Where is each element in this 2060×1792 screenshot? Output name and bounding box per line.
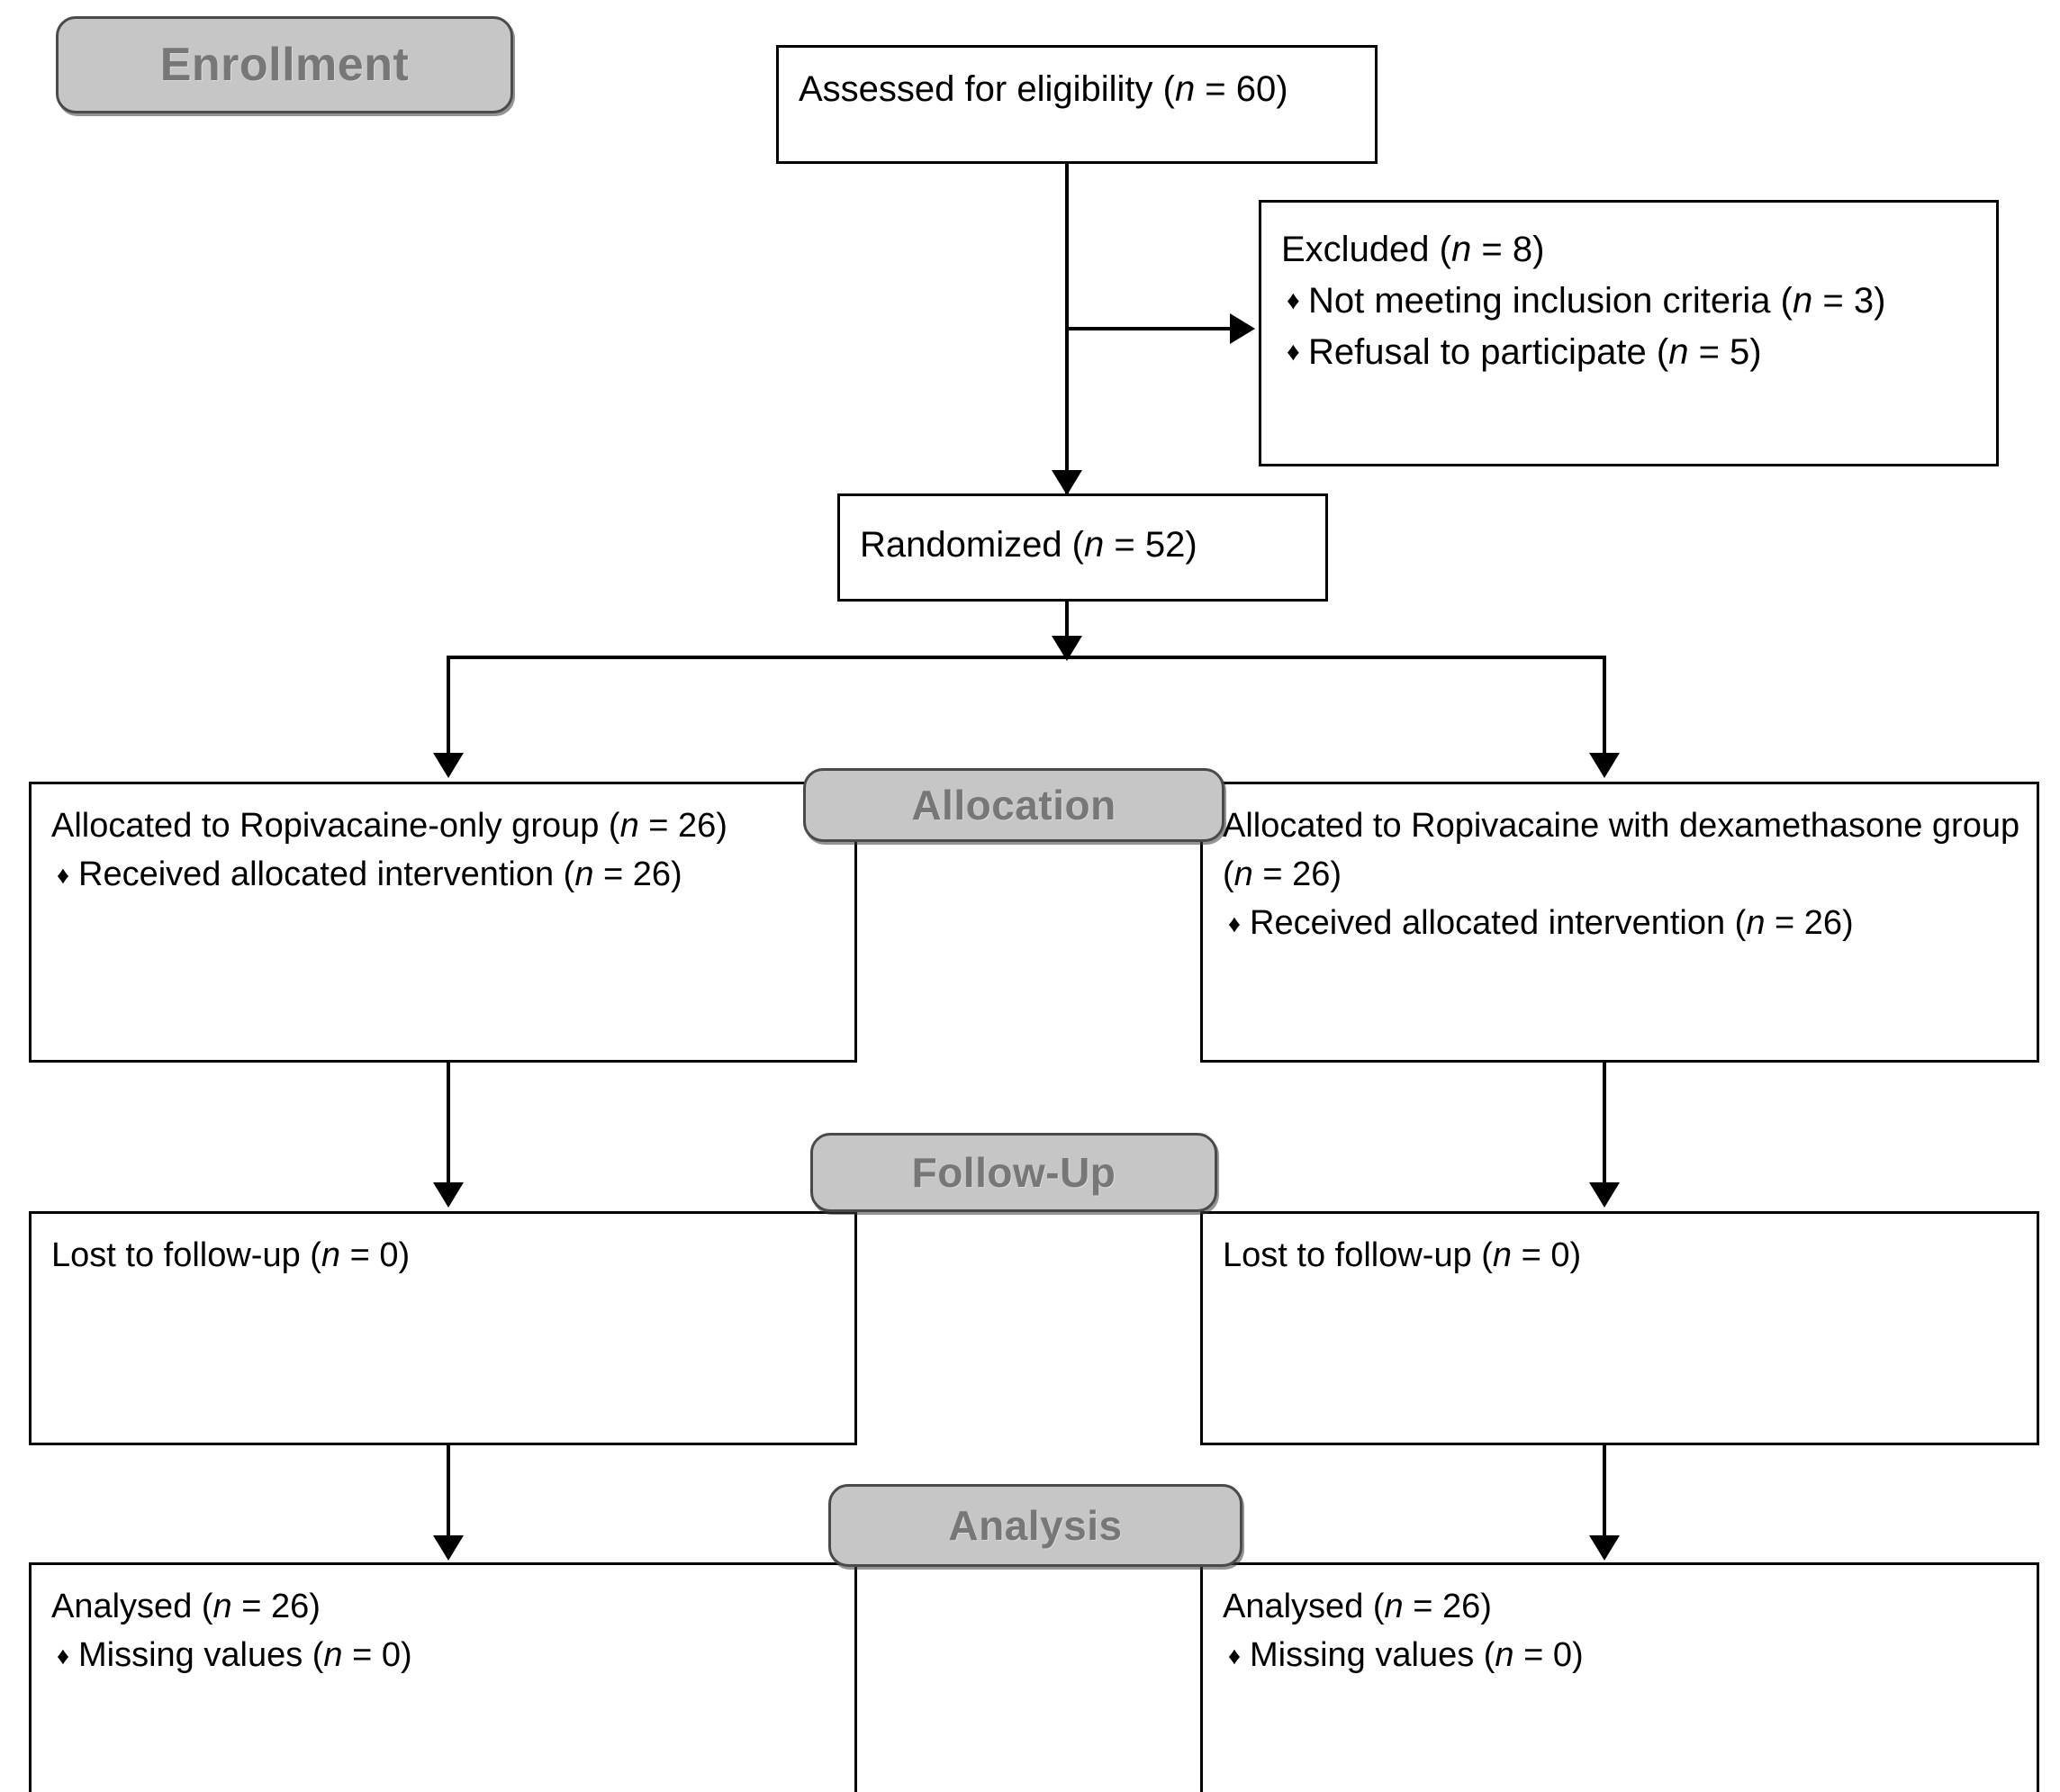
- connector-followup-left-to-analysis: [447, 1445, 450, 1546]
- connector-to-excluded: [1065, 327, 1230, 330]
- arrowhead-allocation-right: [1589, 753, 1620, 778]
- arrowhead-followup-right: [1589, 1182, 1620, 1208]
- box-excluded: Excluded (n = 8) Not meeting inclusion c…: [1259, 200, 1999, 466]
- stage-banner-enrollment: Enrollment: [56, 16, 513, 113]
- line-missing-values-right: Missing values (n = 0): [1223, 1632, 2024, 1680]
- line-allocated-ropivacaine-dexamethasone: Allocated to Ropivacaine with dexamethas…: [1223, 807, 2020, 893]
- line-analysed-left: Analysed (n = 26): [51, 1588, 321, 1625]
- stage-banner-allocation: Allocation: [803, 768, 1224, 842]
- stage-label-analysis: Analysis: [948, 1502, 1123, 1549]
- stage-banner-analysis: Analysis: [828, 1484, 1242, 1567]
- line-received-intervention-right: Received allocated intervention (n = 26): [1223, 900, 2024, 948]
- box-excluded-text: Excluded (n = 8) Not meeting inclusion c…: [1281, 224, 1983, 377]
- connector-split-left-down: [447, 656, 450, 755]
- arrowhead-followup-left: [433, 1182, 464, 1208]
- line-refusal-to-participate: Refusal to participate (n = 5): [1281, 327, 1983, 378]
- connector-allocation-left-to-followup: [447, 1063, 450, 1184]
- line-lost-to-followup-right: Lost to follow-up (n = 0): [1223, 1236, 1582, 1274]
- stage-label-followup: Follow-Up: [911, 1149, 1116, 1196]
- arrowhead-analysis-right: [1589, 1535, 1620, 1561]
- box-allocation-left: Allocated to Ropivacaine-only group (n =…: [29, 782, 857, 1063]
- arrowhead-to-excluded: [1230, 313, 1255, 344]
- connector-followup-right-to-analysis: [1603, 1445, 1606, 1546]
- line-lost-to-followup-left: Lost to follow-up (n = 0): [51, 1236, 411, 1274]
- connector-allocation-split-bar: [447, 656, 1606, 659]
- box-allocation-left-text: Allocated to Ropivacaine-only group (n =…: [51, 802, 842, 900]
- arrowhead-randomized-split: [1052, 636, 1082, 661]
- connector-assessed-to-randomized: [1065, 164, 1069, 499]
- line-received-intervention-left: Received allocated intervention (n = 26): [51, 851, 842, 900]
- box-analysis-left: Analysed (n = 26) Missing values (n = 0): [29, 1562, 857, 1792]
- line-analysed-right: Analysed (n = 26): [1223, 1588, 1492, 1625]
- arrowhead-to-randomized: [1052, 470, 1082, 495]
- connector-allocation-right-to-followup: [1603, 1063, 1606, 1184]
- stage-label-enrollment: Enrollment: [159, 39, 410, 91]
- box-followup-left: Lost to follow-up (n = 0): [29, 1211, 857, 1445]
- box-followup-right: Lost to follow-up (n = 0): [1200, 1211, 2039, 1445]
- line-allocated-ropivacaine-only: Allocated to Ropivacaine-only group (n =…: [51, 807, 727, 845]
- line-randomized: Randomized (n = 52): [860, 525, 1197, 565]
- line-excluded-total: Excluded (n = 8): [1281, 230, 1545, 269]
- box-analysis-left-text: Analysed (n = 26) Missing values (n = 0): [51, 1583, 842, 1680]
- arrowhead-allocation-left: [433, 753, 464, 778]
- box-followup-right-text: Lost to follow-up (n = 0): [1223, 1232, 2024, 1281]
- line-not-meeting-inclusion-criteria: Not meeting inclusion criteria (n = 3): [1281, 276, 1983, 327]
- box-assessed-text: Assessed for eligibility (n = 60): [799, 64, 1362, 115]
- line-assessed-for-eligibility: Assessed for eligibility (n = 60): [799, 69, 1288, 109]
- box-allocation-right-text: Allocated to Ropivacaine with dexamethas…: [1223, 802, 2024, 948]
- connector-split-right-down: [1603, 656, 1606, 755]
- stage-banner-followup: Follow-Up: [810, 1133, 1217, 1212]
- box-randomized: Randomized (n = 52): [837, 493, 1328, 602]
- box-analysis-right: Analysed (n = 26) Missing values (n = 0): [1200, 1562, 2039, 1792]
- box-allocation-right: Allocated to Ropivacaine with dexamethas…: [1200, 782, 2039, 1063]
- line-missing-values-left: Missing values (n = 0): [51, 1632, 842, 1680]
- box-analysis-right-text: Analysed (n = 26) Missing values (n = 0): [1223, 1583, 2024, 1680]
- box-followup-left-text: Lost to follow-up (n = 0): [51, 1232, 842, 1281]
- stage-label-allocation: Allocation: [911, 782, 1116, 828]
- box-randomized-text: Randomized (n = 52): [860, 520, 1313, 571]
- arrowhead-analysis-left: [433, 1535, 464, 1561]
- box-assessed-for-eligibility: Assessed for eligibility (n = 60): [776, 45, 1378, 164]
- connector-randomized-down: [1065, 602, 1069, 654]
